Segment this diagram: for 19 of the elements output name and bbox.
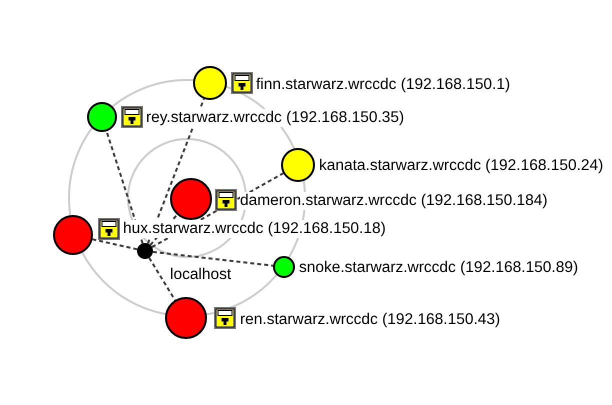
dashed-connector <box>106 131 144 244</box>
host-circle <box>273 256 295 278</box>
host-label: dameron.starwarz.wrccdc (192.168.150.184) <box>240 192 548 210</box>
host-label: ren.starwarz.wrccdc (192.168.150.43) <box>240 311 500 329</box>
host-circle <box>170 178 212 220</box>
host-circle <box>165 297 207 339</box>
dashed-connector <box>92 238 138 250</box>
host-circle <box>53 215 93 255</box>
host-label: finn.starwarz.wrccdc (192.168.150.1) <box>256 76 510 94</box>
hub-circle <box>137 243 153 259</box>
host-label: snoke.starwarz.wrccdc (192.168.150.89) <box>299 259 578 277</box>
dashed-connector <box>152 250 274 267</box>
host-label: kanata.starwarz.wrccdc (192.168.150.24) <box>319 157 604 175</box>
host-circle <box>87 102 117 132</box>
host-label: hux.starwarz.wrccdc (192.168.150.18) <box>123 220 386 238</box>
host-label: rey.starwarz.wrccdc (192.168.150.35) <box>146 109 404 127</box>
host-circle <box>281 148 315 182</box>
dashed-connector <box>148 257 176 301</box>
host-circle <box>193 66 227 100</box>
